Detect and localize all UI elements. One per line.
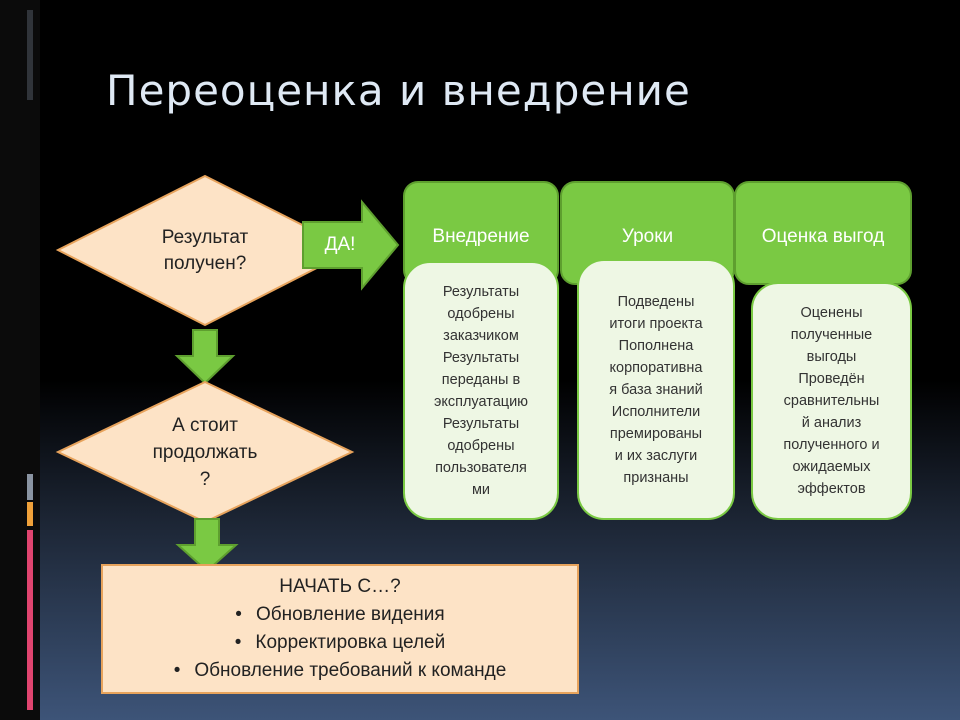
restart-text: НАЧАТЬ С…? Обновление видения Корректиро…	[102, 568, 578, 690]
card-1-line: одобрены	[447, 305, 515, 322]
left-stripe-gray	[27, 474, 33, 500]
card-2-line: премированы	[609, 425, 703, 442]
card-1-line: заказчиком	[443, 327, 519, 344]
decision-2-line-1: А стоит	[172, 414, 238, 436]
card-2-line: и их заслуги	[614, 447, 698, 464]
card-1-line: Результаты	[442, 349, 520, 366]
left-stripe-orange	[27, 502, 33, 526]
card-2-line: признаны	[623, 469, 689, 486]
decision-1-text: Результат получен?	[110, 215, 300, 287]
card-3-line: Проведён	[798, 371, 865, 387]
left-accent-bar	[0, 0, 40, 720]
column-card-benefits: Оценены полученные выгоды Проведён сравн…	[752, 283, 911, 519]
yes-arrow	[302, 199, 400, 291]
card-1-line: Результаты	[442, 415, 520, 432]
card-1-line: эксплуатацию	[433, 393, 529, 410]
column-card-implementation: Результаты одобрены заказчиком Результат…	[404, 262, 558, 519]
decision-2-text: А стоит продолжать ?	[110, 410, 300, 494]
card-3-line: полученные	[790, 327, 873, 343]
card-3-line: выгоды	[806, 349, 857, 365]
card-3-line: ожидаемых	[792, 459, 871, 475]
column-card-box-2	[577, 259, 735, 520]
left-stripe-gray-top	[27, 10, 33, 100]
card-1-line: ми	[471, 481, 491, 498]
restart-item: Корректировка целей	[235, 629, 445, 657]
column-card-box-1	[403, 261, 559, 520]
restart-heading: НАЧАТЬ С…?	[279, 576, 401, 597]
column-card-lessons: Подведены итоги проекта Пополнена корпор…	[578, 260, 734, 519]
card-2-line: Пополнена	[618, 337, 694, 354]
restart-item: Обновление требований к команде	[174, 657, 506, 685]
card-1-line: переданы в	[441, 371, 521, 388]
yes-label: ДА!	[324, 234, 356, 255]
card-3-line: й анализ	[801, 415, 862, 431]
card-2-line: итоги проекта	[609, 315, 703, 332]
slide-title: Переоценка и внедрение	[106, 66, 691, 115]
card-2-line: корпоративна	[609, 359, 703, 376]
card-3-line: полученного и	[783, 437, 880, 453]
down-arrow-1	[174, 329, 236, 385]
card-1-line: одобрены	[447, 437, 515, 454]
down-arrow-2	[175, 518, 239, 573]
left-stripe-pink	[27, 530, 33, 710]
decision-2-line-2: продолжать	[152, 441, 258, 463]
card-3-line: сравнительны	[783, 393, 880, 409]
card-3-line: эффектов	[797, 481, 866, 497]
card-1-line: пользователя	[435, 459, 527, 476]
card-1-line: Результаты	[442, 283, 520, 300]
column-header-implementation: Внедрение	[432, 226, 530, 247]
decision-1-line-1: Результат	[161, 227, 249, 248]
column-header-lessons: Уроки	[621, 226, 674, 247]
card-2-line: я база знаний	[609, 381, 703, 398]
column-card-box-3	[751, 282, 912, 520]
card-2-line: Исполнители	[611, 403, 701, 420]
decision-1-line-2: получен?	[163, 253, 247, 274]
restart-item: Обновление видения	[235, 601, 445, 629]
card-3-line: Оценены	[800, 305, 863, 321]
card-2-line: Подведены	[617, 293, 695, 310]
column-header-benefits: Оценка выгод	[761, 226, 885, 247]
decision-2-line-3: ?	[199, 468, 211, 490]
